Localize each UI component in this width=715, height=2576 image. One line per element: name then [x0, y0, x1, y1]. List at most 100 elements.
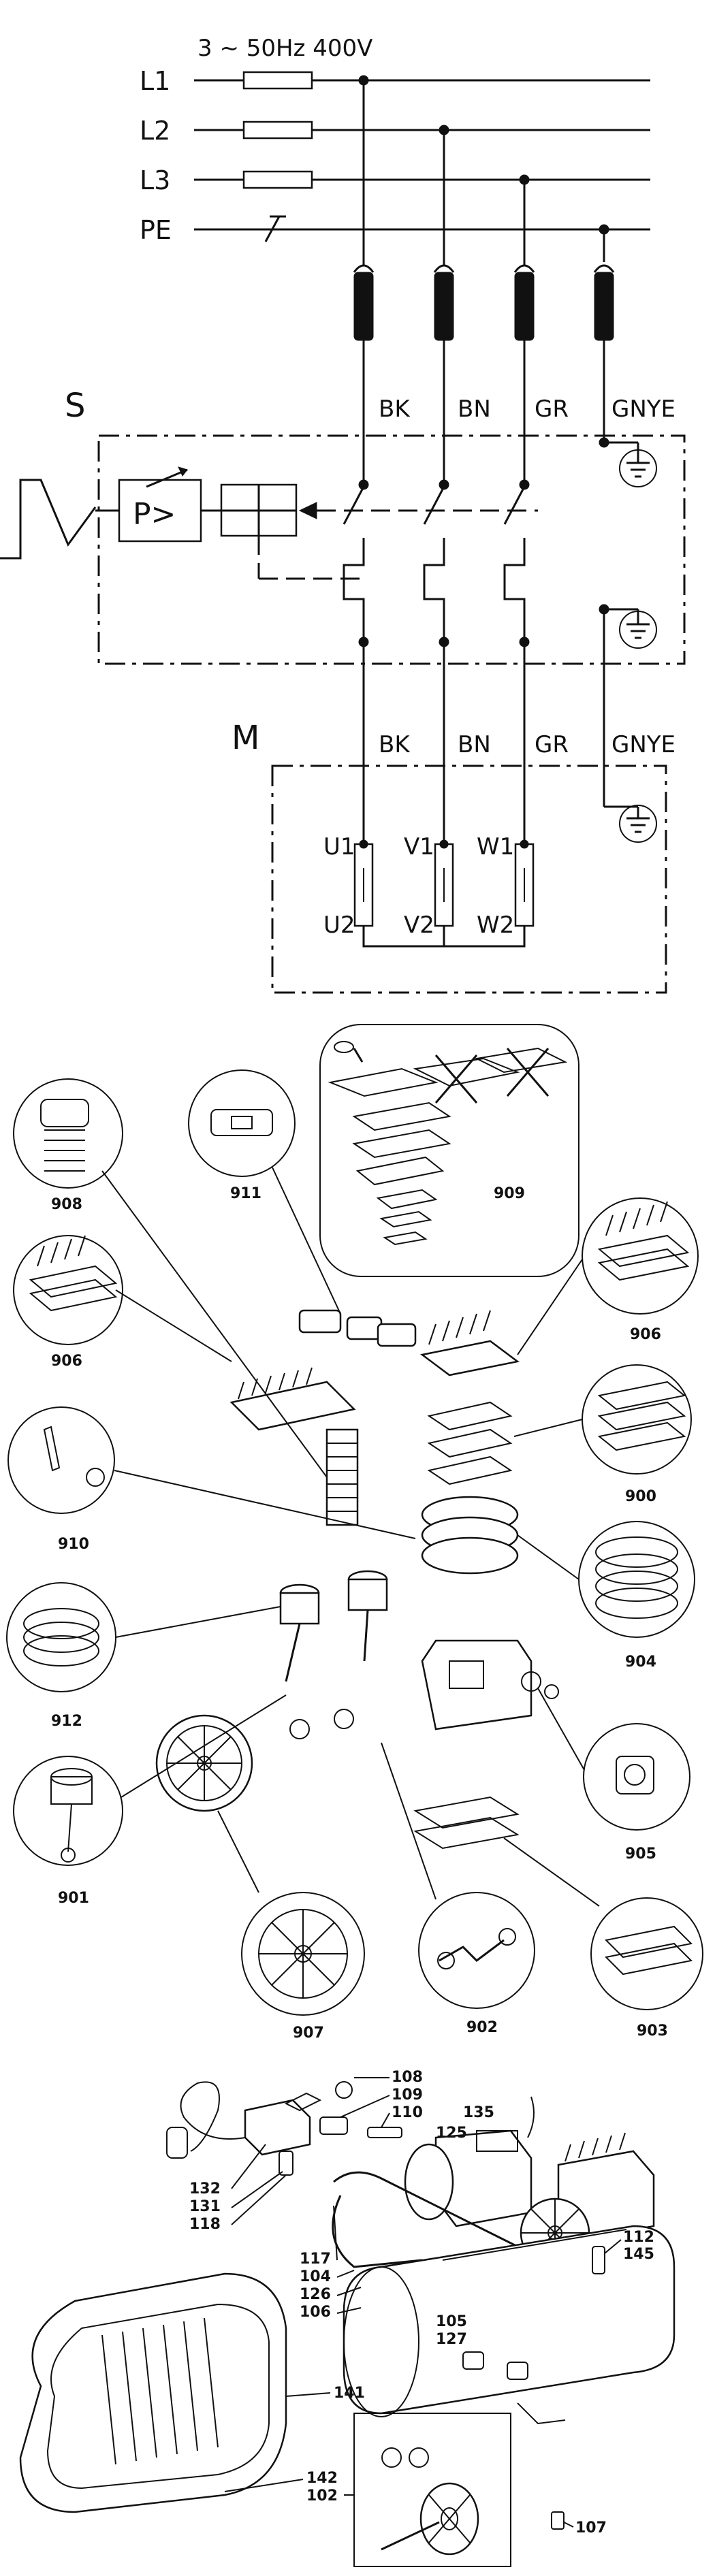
- cross-icon-2: [506, 1048, 550, 1097]
- crankshaft-icon: [439, 1939, 505, 1962]
- part-number-905: 905: [625, 1846, 656, 1863]
- crankcase: [421, 1639, 533, 1730]
- part-number-131: 131: [189, 2198, 221, 2215]
- part-number-135: 135: [463, 2104, 494, 2121]
- part-number-102: 102: [306, 2488, 338, 2505]
- switch-label: S: [65, 387, 85, 425]
- callout-910: [7, 1406, 115, 1514]
- winding-top-u1: U1: [323, 833, 355, 860]
- switch-color-bk: BK: [379, 396, 411, 423]
- part-number-107: 107: [575, 2519, 607, 2537]
- part-number-126: 126: [300, 2286, 331, 2303]
- motor-color-bn: BN: [458, 731, 491, 758]
- switch-color-gr: GR: [535, 396, 569, 423]
- piston-assembly: [279, 1570, 388, 1682]
- switch-color-gnye: GNYE: [611, 396, 676, 423]
- pump-head-assembly: [413, 1310, 533, 1850]
- cross-icon: [434, 1054, 478, 1104]
- part-number-906a: 906: [51, 1353, 82, 1370]
- air-tank: [343, 2225, 676, 2417]
- ground-icon-2: [599, 604, 657, 807]
- part-number-906b: 906: [630, 1326, 661, 1343]
- switch-color-bn: BN: [458, 396, 491, 423]
- cable-connectors: [353, 264, 615, 341]
- motor-color-gnye: GNYE: [611, 731, 676, 758]
- flywheel: [155, 1714, 253, 1812]
- part-number-112: 112: [623, 2229, 654, 2246]
- motor-box: [271, 764, 667, 994]
- eye-icon: [334, 1041, 354, 1053]
- fuse-l1: [242, 71, 313, 90]
- part-number-141: 141: [334, 2385, 365, 2402]
- pressure-switch-unit: [166, 2081, 402, 2176]
- part-number-117: 117: [300, 2251, 331, 2268]
- part-number-127: 127: [436, 2331, 467, 2348]
- part-number-904: 904: [625, 1654, 656, 1671]
- part-number-110: 110: [392, 2104, 423, 2121]
- callout-907: [241, 1892, 365, 2016]
- pump-exploded-view: 909 908 911 906 906 910: [6, 1024, 703, 2042]
- delivery-pipe: [333, 2171, 518, 2248]
- part-number-901: 901: [58, 1890, 89, 1907]
- part-number-125: 125: [436, 2125, 467, 2142]
- part-number-145: 145: [623, 2246, 654, 2263]
- callout-908: [13, 1078, 123, 1189]
- supply-label: 3 ~ 50Hz 400V: [197, 35, 372, 62]
- callout-903: [590, 1897, 703, 2010]
- wheel-detail-box: [353, 2413, 511, 2567]
- line-label-l1: L1: [140, 66, 170, 96]
- part-number-142: 142: [306, 2470, 338, 2487]
- part-number-903: 903: [637, 2023, 668, 2040]
- ground-icon: [604, 441, 657, 487]
- part-number-910: 910: [58, 1536, 89, 1553]
- part-number-104: 104: [300, 2268, 331, 2285]
- pressure-relay-label: P>: [133, 497, 176, 532]
- ground-icon-3: [604, 805, 657, 843]
- motor-color-bk: BK: [379, 731, 411, 758]
- pe-slash: [264, 216, 281, 242]
- part-number-109: 109: [392, 2087, 423, 2104]
- callout-906: [13, 1235, 123, 1345]
- callout-911: [188, 1069, 296, 1177]
- part-number-105: 105: [436, 2313, 467, 2330]
- winding-top-v1: V1: [404, 833, 434, 860]
- motor-label: M: [232, 719, 259, 757]
- part-number-908: 908: [51, 1196, 82, 1213]
- callout-905: [583, 1723, 690, 1831]
- part-number-909: 909: [494, 1185, 525, 1202]
- callout-900: [582, 1364, 692, 1475]
- pressure-signal-icon: [0, 479, 97, 560]
- wheel-icon: [381, 2447, 479, 2556]
- callout-901: [13, 1756, 123, 1866]
- line-label-l3: L3: [140, 165, 170, 195]
- wiring-diagram: 3 ~ 50Hz 400V L1 L2 L3 PE: [0, 35, 686, 994]
- part-number-108: 108: [392, 2069, 423, 2086]
- compressor-assembly: 108 109 110 132 131 118 135 125: [19, 2069, 676, 2567]
- cylinder-head-assembly: [229, 1309, 417, 1526]
- pressure-switch-box: [97, 434, 686, 665]
- callout-902: [418, 1892, 535, 2009]
- part-number-907: 907: [293, 2025, 324, 2042]
- line-label-pe: PE: [140, 215, 172, 245]
- drain-valve-icon: [551, 2511, 565, 2530]
- gasket-panel-909: [319, 1024, 579, 1277]
- part-number-912: 912: [51, 1713, 82, 1730]
- leader-lines: [101, 1167, 600, 1907]
- part-number-118: 118: [189, 2216, 221, 2233]
- part-number-132: 132: [189, 2180, 221, 2197]
- winding-bottom-v2: V2: [404, 912, 434, 939]
- part-number-911: 911: [230, 1185, 261, 1202]
- part-number-900: 900: [625, 1488, 656, 1505]
- winding-bottom-u2: U2: [323, 912, 355, 939]
- fuse-l2: [242, 120, 313, 140]
- part-number-902: 902: [466, 2019, 498, 2036]
- belt-guard: [19, 2272, 287, 2513]
- line-label-l2: L2: [140, 116, 170, 146]
- callout-906-right: [582, 1197, 699, 1315]
- motor-color-gr: GR: [535, 731, 569, 758]
- fuse-l3: [242, 170, 313, 189]
- part-number-106: 106: [300, 2304, 331, 2321]
- winding-top-w1: W1: [477, 833, 514, 860]
- callout-904: [578, 1521, 695, 1638]
